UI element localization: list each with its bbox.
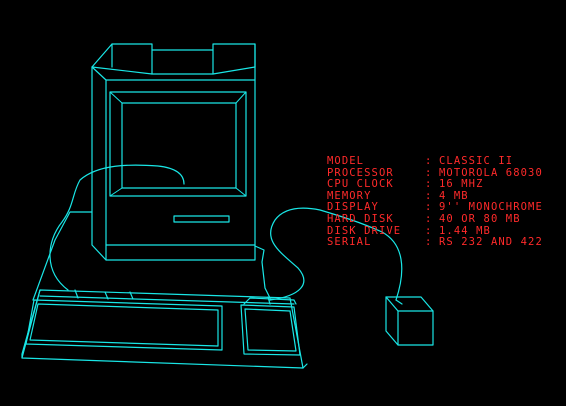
- spec-label: SERIAL: [327, 236, 372, 249]
- monitor-body: [91, 66, 256, 261]
- spec-separator: :: [425, 236, 433, 249]
- spec-row-display: DISPLAY : 9'' MONOCHROME: [327, 202, 563, 214]
- spec-value: 4 MB: [439, 189, 469, 202]
- spec-value: 9'' MONOCHROME: [439, 201, 543, 214]
- keyboard: [21, 289, 308, 369]
- spec-value: RS 232 AND 422: [439, 236, 543, 249]
- floppy-slot: [173, 215, 230, 223]
- spec-value: CLASSIC II: [439, 155, 514, 167]
- spec-separator: :: [425, 178, 433, 191]
- spec-label: DISPLAY: [327, 201, 379, 214]
- spec-row-memory: MEMORY : 4 MB: [327, 189, 563, 203]
- spec-separator: :: [425, 155, 433, 167]
- spec-row-model: MODEL : CLASSIC II: [327, 155, 563, 168]
- spec-value: MOTOROLA 68030: [439, 166, 543, 179]
- spec-row-serial: SERIAL : RS 232 AND 422: [327, 237, 563, 249]
- spec-row-cpu-clock: CPU CLOCK : 16 MHZ: [327, 179, 563, 191]
- keyboard-cable: [49, 164, 185, 291]
- spec-label: DISK DRIVE: [327, 224, 402, 237]
- spec-separator: :: [425, 201, 433, 214]
- spec-value: 16 MHZ: [439, 178, 484, 191]
- spec-separator: :: [425, 189, 433, 202]
- spec-label: CPU CLOCK: [327, 178, 394, 191]
- spec-row-hard-disk: HARD DISK : 40 OR 80 MB: [327, 212, 563, 226]
- spec-value: 40 OR 80 MB: [439, 212, 521, 225]
- mouse-cable: [269, 207, 403, 301]
- mouse: [385, 296, 434, 346]
- spec-label: PROCESSOR: [327, 166, 394, 179]
- spec-row-disk-drive: DISK DRIVE : 1.44 MB: [327, 224, 563, 238]
- spec-label: MODEL: [327, 155, 365, 167]
- desk-platform: [32, 211, 271, 301]
- spec-row-processor: PROCESSOR : MOTOROLA 68030: [327, 166, 563, 180]
- monitor-top-ridge: [91, 43, 256, 75]
- spec-separator: :: [425, 212, 433, 225]
- monitor-screen: [109, 91, 247, 197]
- spec-separator: :: [425, 166, 433, 179]
- spec-label: MEMORY: [327, 189, 372, 202]
- spec-sheet: MODEL : CLASSIC II PROCESSOR : MOTOROLA …: [327, 155, 563, 249]
- spec-value: 1.44 MB: [439, 224, 491, 237]
- spec-label: HARD DISK: [327, 212, 394, 225]
- spec-separator: :: [425, 224, 433, 237]
